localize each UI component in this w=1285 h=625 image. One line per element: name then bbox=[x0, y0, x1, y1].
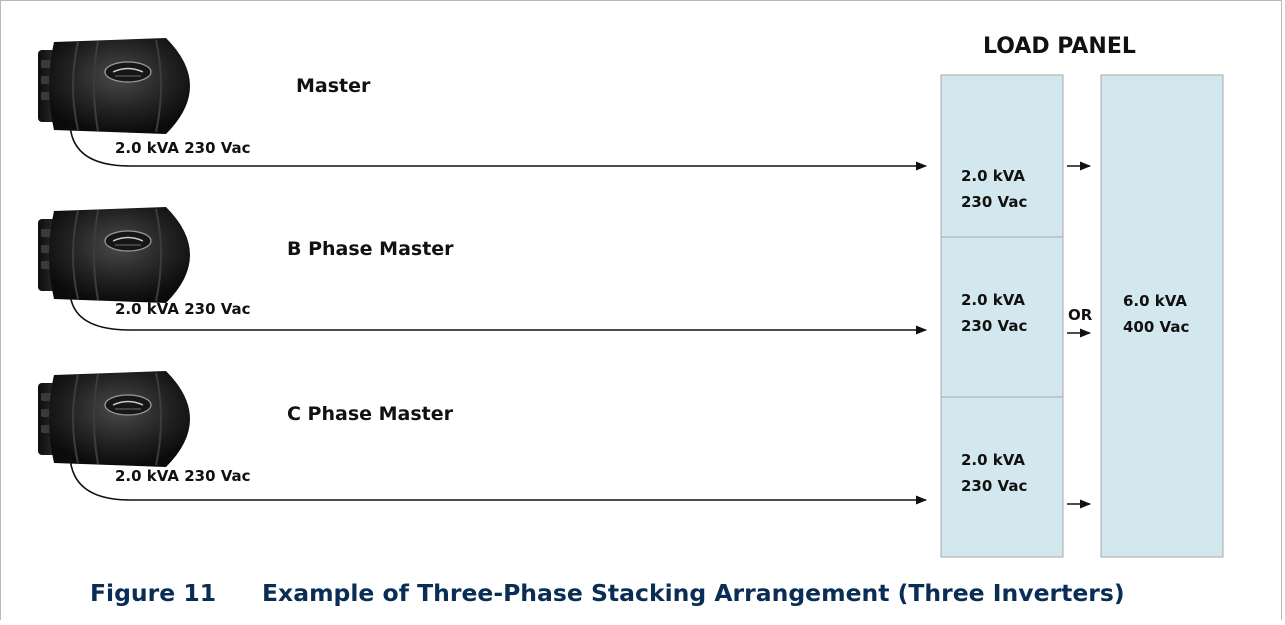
inverter-role-label: C Phase Master bbox=[287, 403, 454, 425]
phase-cell-voltage: 230 Vac bbox=[961, 317, 1027, 335]
phase-cell-voltage: 230 Vac bbox=[961, 477, 1027, 495]
stacking-diagram: Master B Phase Master C Phase Master 2.0… bbox=[37, 34, 1224, 558]
inverter-output-label: 2.0 kVA 230 Vac bbox=[115, 139, 251, 157]
figure-number: Figure 11 bbox=[90, 579, 217, 607]
inverter-icon bbox=[37, 370, 191, 468]
inverter-output-label: 2.0 kVA 230 Vac bbox=[115, 467, 251, 485]
load-panel-title: LOAD PANEL bbox=[983, 34, 1136, 59]
output-line bbox=[69, 123, 928, 171]
figure-caption: Figure 11 Example of Three-Phase Stacking… bbox=[90, 579, 1125, 607]
phase-cell-rating: 2.0 kVA bbox=[961, 291, 1025, 309]
inverter-icon bbox=[37, 206, 191, 304]
or-label: OR bbox=[1068, 306, 1093, 324]
output-line bbox=[69, 291, 928, 335]
phase-cell-rating: 2.0 kVA bbox=[961, 167, 1025, 185]
phase-cell-voltage: 230 Vac bbox=[961, 193, 1027, 211]
inverter-role-label: Master bbox=[296, 75, 371, 97]
phase-cell-rating: 2.0 kVA bbox=[961, 451, 1025, 469]
combined-voltage: 400 Vac bbox=[1123, 318, 1189, 336]
output-line bbox=[69, 455, 928, 505]
inverter-icon bbox=[37, 37, 191, 135]
load-panel-phase-column bbox=[940, 74, 1064, 558]
inverter-output-label: 2.0 kVA 230 Vac bbox=[115, 300, 251, 318]
inverter-role-label: B Phase Master bbox=[287, 238, 454, 260]
combined-rating: 6.0 kVA bbox=[1123, 292, 1187, 310]
load-panel-combined-column bbox=[1100, 74, 1224, 558]
figure-title: Example of Three-Phase Stacking Arrangem… bbox=[262, 579, 1125, 607]
